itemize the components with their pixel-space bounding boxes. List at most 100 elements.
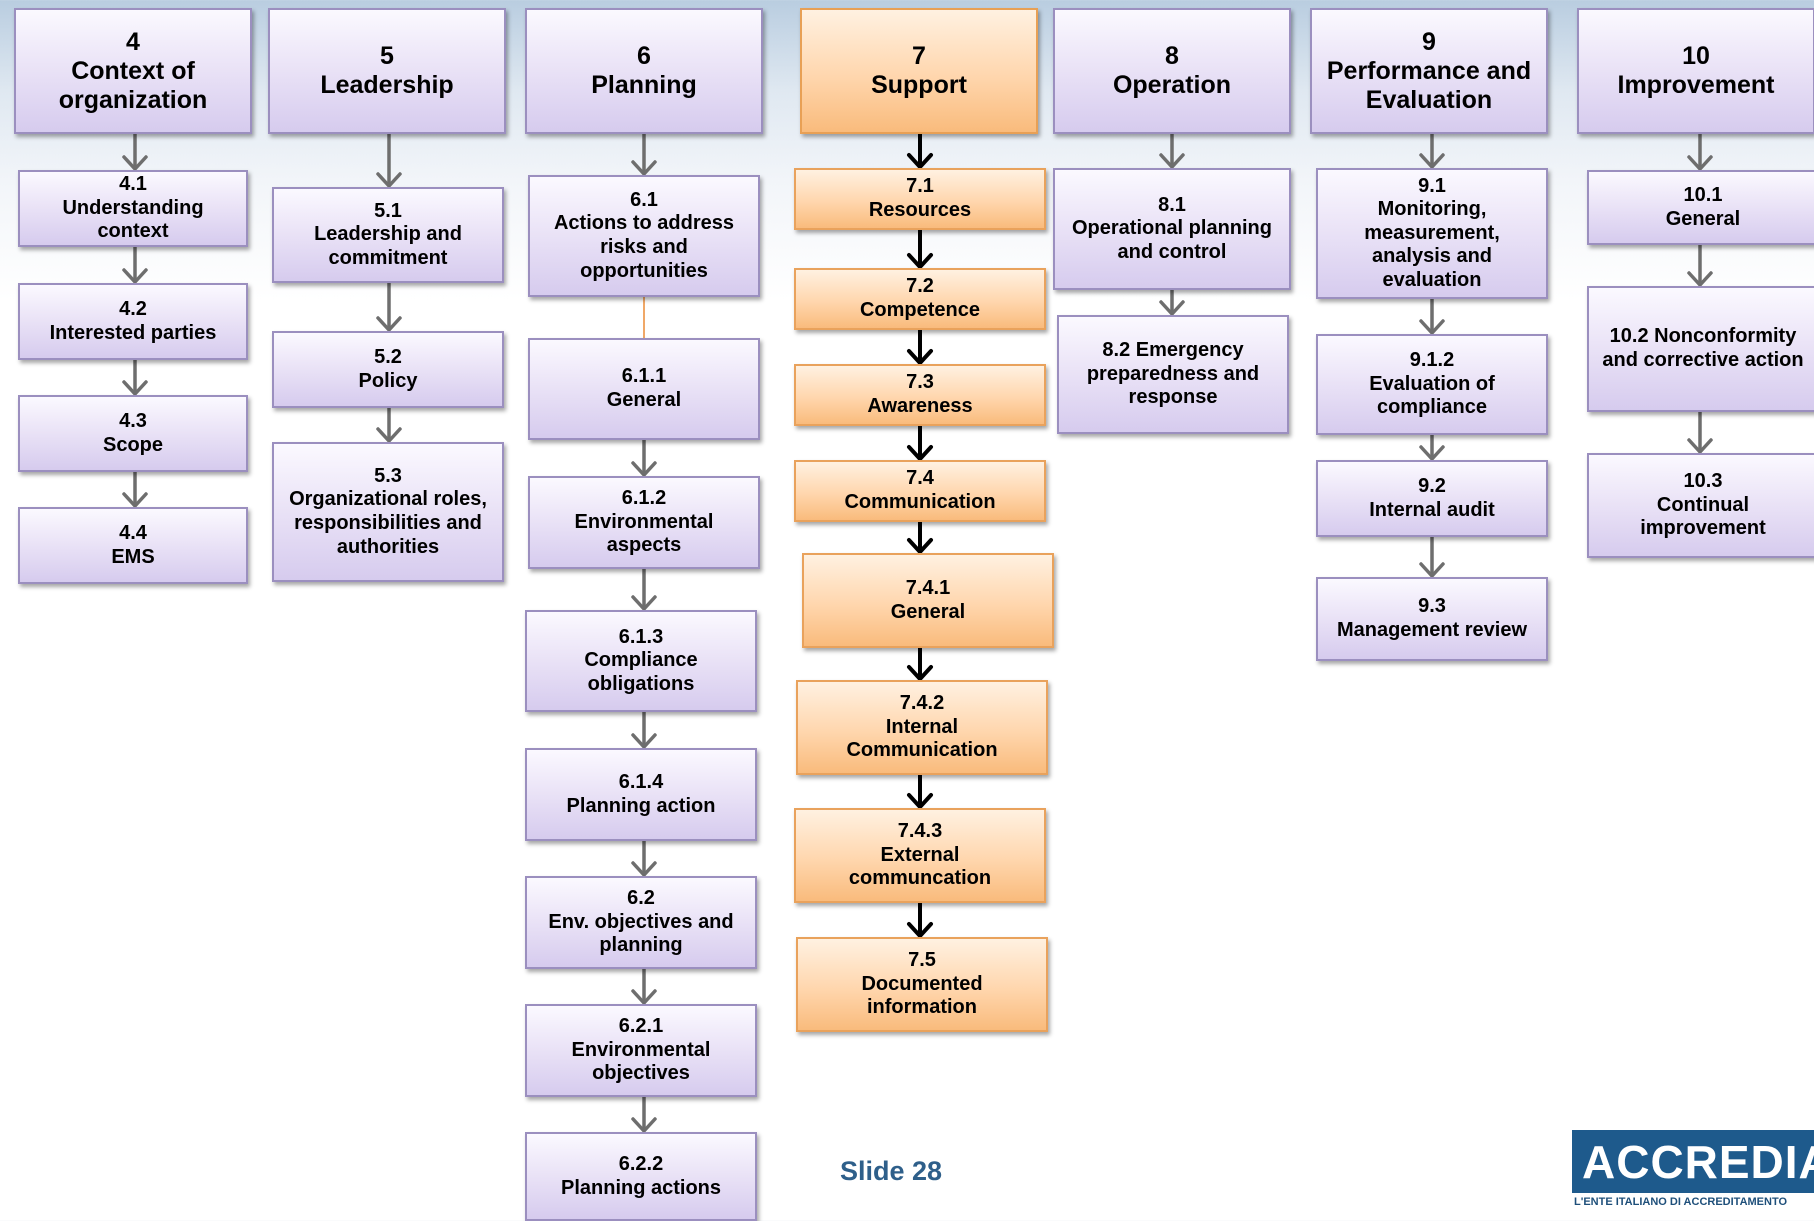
clause-4-header-box-line-3: organization (58, 85, 208, 114)
arrow-to-5.3 (376, 408, 402, 443)
clause-7.1-box-line-2: Resources (868, 199, 972, 221)
clause-7.4.3-box-line-1: 7.4.3 (897, 820, 943, 843)
arrow-to-7.3 (907, 330, 933, 365)
clause-5.1-box-line-1: 5.1 (374, 199, 402, 222)
clause-7.5-box-line-3: information (867, 996, 977, 1019)
clause-7-header-box-line-2: Support (871, 71, 967, 99)
arrow-to-6.2 (631, 841, 657, 877)
clause-7.5-box-line-2: Documented (861, 972, 983, 995)
clause-6.2-box-line-1: 6.2 (627, 887, 655, 910)
clause-7.5-box-line-1: 7.5 (908, 949, 936, 972)
clause-6.1-box-line-1: 6.1 (630, 188, 658, 211)
clause-9-header-box-line-2: Performance and (1326, 56, 1532, 85)
clause-9.1.2-box-line-3: compliance (1376, 396, 1488, 419)
clause-5-header-box-line-2: Leadership (320, 71, 454, 99)
clause-7.4.2-box-line-3: Communication (846, 739, 998, 762)
clause-6.2.1-box-line-3: objectives (592, 1062, 690, 1085)
clause-9.1.2-box-line-1: 9.1.2 (1409, 349, 1455, 372)
clause-6.1.1-box-line-2: General (606, 389, 682, 411)
clause-9-header-box-line-1: 9 (1422, 27, 1436, 56)
clause-6.2-box-line-2: Env. objectives and (548, 910, 734, 933)
arrow-to-4.1 (122, 134, 148, 171)
arrow-to-6.1.2 (631, 440, 657, 477)
accredia-logo: ACCREDIA L'ENTE ITALIANO DI ACCREDITAMEN… (1572, 1130, 1814, 1221)
arrow-to-6.1.3 (631, 569, 657, 611)
clause-6-header-box-line-2: Planning (591, 71, 697, 99)
clause-9.1-box-line-5: evaluation (1382, 268, 1482, 291)
clause-5.3-box-line-4: authorities (336, 535, 440, 558)
arrow-to-5.1 (376, 134, 402, 188)
clause-6.2.2-box-line-2: Planning actions (560, 1176, 722, 1199)
clause-8-header-box-line-2: Operation (1112, 71, 1232, 99)
clause-9.1-box-line-3: measurement, (1364, 221, 1500, 244)
arrow-to-7.4 (907, 426, 933, 461)
clause-7.2-box-line-1: 7.2 (906, 275, 934, 298)
arrow-to-8.1 (1159, 134, 1185, 169)
arrow-to-10.3 (1687, 412, 1713, 454)
clause-6.2.1-box-line-2: Environmental (571, 1038, 711, 1061)
clause-8-header-box-line-1: 8 (1165, 42, 1179, 70)
clause-5.2-box-line-2: Policy (358, 369, 418, 392)
clause-6.1-box-line-2: Actions to address (553, 212, 735, 235)
clause-5.3-box-line-1: 5.3 (374, 464, 402, 487)
arrow-to-5.2 (376, 283, 402, 332)
arrow-to-9.2 (1419, 435, 1445, 461)
clause-7.3-box-line-1: 7.3 (906, 371, 934, 394)
clause-4.4-box-line-1: 4.4 (119, 521, 147, 544)
clause-8.1-box-line-1: 8.1 (1158, 193, 1186, 216)
accredia-logo-wordmark: ACCREDIA (1572, 1130, 1814, 1193)
clause-4.2-box-line-2: Interested parties (49, 321, 217, 344)
clause-10.2-box-line-1: 10.2 Nonconformity (1609, 325, 1797, 348)
clause-6.1-box-line-3: risks and (600, 236, 688, 258)
clause-7.1-box-line-1: 7.1 (906, 175, 934, 198)
clause-10.3-box-line-3: improvement (1640, 517, 1766, 540)
arrow-to-7.4.3 (907, 775, 933, 809)
clause-8.2-box-line-3: response (1128, 386, 1218, 409)
clause-4.1-box-line-3: context (97, 220, 169, 243)
clause-7.4.2-box-line-2: Internal (885, 715, 959, 738)
clause-6.1.4-box-line-1: 6.1.4 (618, 770, 664, 793)
arrow-to-9.1 (1419, 134, 1445, 169)
clause-6.1-box-line-4: opportunities (580, 259, 708, 282)
arrow-to-7.4.2 (907, 648, 933, 681)
clause-8.1-box-line-3: and control (1117, 240, 1227, 263)
clause-5.3-box-line-2: Organizational roles, (289, 488, 487, 511)
clause-7.4-box-line-1: 7.4 (906, 467, 934, 490)
clause-10.1-box-line-1: 10.1 (1683, 183, 1723, 206)
clause-4-header-box-line-1: 4 (126, 27, 140, 56)
clause-9.2-box-line-1: 9.2 (1418, 474, 1446, 497)
clause-5-header-box-line-1: 5 (380, 42, 394, 70)
clause-6.2-box-line-3: planning (599, 934, 683, 957)
clause-6.1.1-box-line-1: 6.1.1 (621, 365, 667, 388)
arrow-to-6.1 (631, 134, 657, 176)
arrow-to-4.4 (122, 472, 148, 508)
clause-6.1.3-box-line-2: Compliance (584, 649, 698, 672)
clause-4-header-box-line-2: Context of (71, 56, 195, 85)
clause-4.4-box-line-2: EMS (111, 545, 155, 568)
